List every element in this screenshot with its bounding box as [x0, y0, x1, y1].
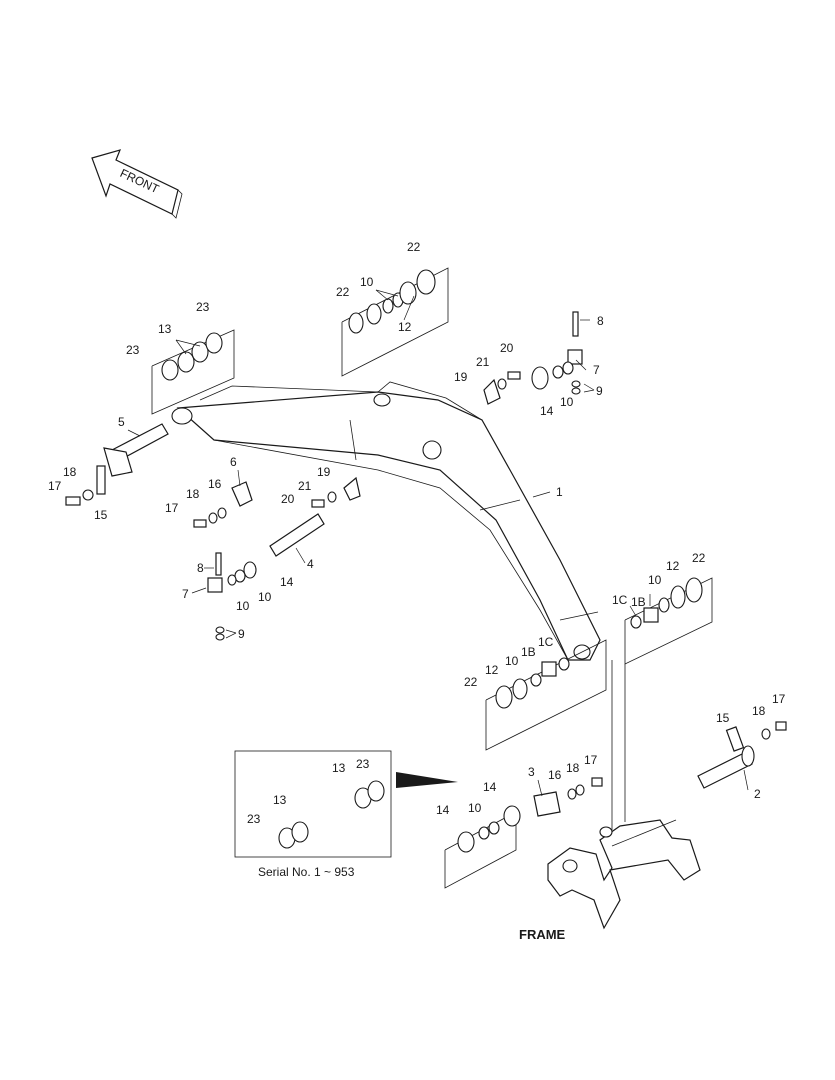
callout-10-mid2: 10	[258, 590, 272, 604]
callout-18-right: 18	[752, 704, 766, 718]
callout-4: 4	[307, 557, 314, 571]
callout-16: 16	[208, 477, 222, 491]
front-arrow-icon: FRONT	[91, 149, 183, 219]
callout-12-lower: 12	[485, 663, 499, 677]
callout-14-bottom1: 14	[436, 803, 450, 817]
callout-22-top2: 22	[336, 285, 350, 299]
washer-group-top	[341, 267, 449, 377]
pin-5	[103, 423, 169, 477]
callout-17-right: 17	[772, 692, 786, 706]
callout-6: 6	[230, 455, 237, 469]
callout-13-inset2: 13	[273, 793, 287, 807]
callout-10-rightlow: 10	[648, 573, 662, 587]
callout-10-mid1: 10	[236, 599, 250, 613]
callout-7-left: 7	[182, 587, 189, 601]
callout-20-mid: 20	[281, 492, 295, 506]
callout-15-right: 15	[716, 711, 730, 725]
callout-21-mid: 21	[298, 479, 312, 493]
callout-5: 5	[118, 415, 125, 429]
callout-17: 17	[48, 479, 62, 493]
callout-1b: 1B	[631, 595, 646, 609]
callout-19: 19	[454, 370, 468, 384]
callout-23-inset1: 23	[356, 757, 370, 771]
callout-8-left: 8	[197, 561, 204, 575]
serial-inset: Serial No. 1 ~ 953	[234, 750, 458, 879]
arrow-icon	[396, 772, 458, 788]
callout-9-left: 9	[238, 627, 245, 641]
washer-group-right	[624, 577, 713, 665]
callout-18-mid: 18	[186, 487, 200, 501]
callout-17-bottom: 17	[584, 753, 598, 767]
callout-12-top: 12	[398, 320, 412, 334]
hardware-small	[65, 311, 787, 787]
callout-17-mid: 17	[165, 501, 179, 515]
callout-8: 8	[597, 314, 604, 328]
callout-1c: 1C	[612, 593, 628, 607]
callout-3: 3	[528, 765, 535, 779]
callout-13-inset1: 13	[332, 761, 346, 775]
boom-body	[171, 381, 601, 661]
frame-caption: FRAME	[519, 927, 566, 942]
callout-10-top: 10	[360, 275, 374, 289]
callout-22-lower: 22	[464, 675, 478, 689]
callout-18: 18	[63, 465, 77, 479]
callout-14-bottom2: 14	[483, 780, 497, 794]
callout-15: 15	[94, 508, 108, 522]
washer-group-left	[151, 329, 235, 415]
callout-7: 7	[593, 363, 600, 377]
callout-22-top: 22	[407, 240, 421, 254]
callout-2: 2	[754, 787, 761, 801]
washer-group-bottom	[444, 784, 585, 889]
callout-10-bottom: 10	[468, 801, 482, 815]
callout-1c-lower: 1C	[538, 635, 554, 649]
pin-4	[227, 513, 325, 586]
callout-14-left: 14	[280, 575, 294, 589]
serial-caption: Serial No. 1 ~ 953	[258, 865, 355, 879]
callout-23-left: 23	[126, 343, 140, 357]
callout-20: 20	[500, 341, 514, 355]
callout-16-bottom: 16	[548, 768, 562, 782]
callout-18-bottom: 18	[566, 761, 580, 775]
frame-outline	[547, 660, 701, 930]
callout-13: 13	[158, 322, 172, 336]
callout-23-inset2: 23	[247, 812, 261, 826]
callout-19-mid: 19	[317, 465, 331, 479]
callout-12-right: 12	[666, 559, 680, 573]
leader-lines	[127, 289, 749, 797]
callout-10-lower: 10	[505, 654, 519, 668]
callout-9: 9	[596, 384, 603, 398]
washer-group-lower	[485, 639, 607, 751]
callout-23-top: 23	[196, 300, 210, 314]
callout-22-right: 22	[692, 551, 706, 565]
callout-1: 1	[556, 485, 563, 499]
callout-21: 21	[476, 355, 490, 369]
callout-14-right: 14	[540, 404, 554, 418]
callout-1b-lower: 1B	[521, 645, 536, 659]
pin-2	[697, 726, 755, 789]
callout-10-right: 10	[560, 395, 574, 409]
callout-labels: 1 1B 1C 1B 1C 2 3 4 5 6 7 7 8 8 9 9 10 1…	[48, 240, 786, 826]
